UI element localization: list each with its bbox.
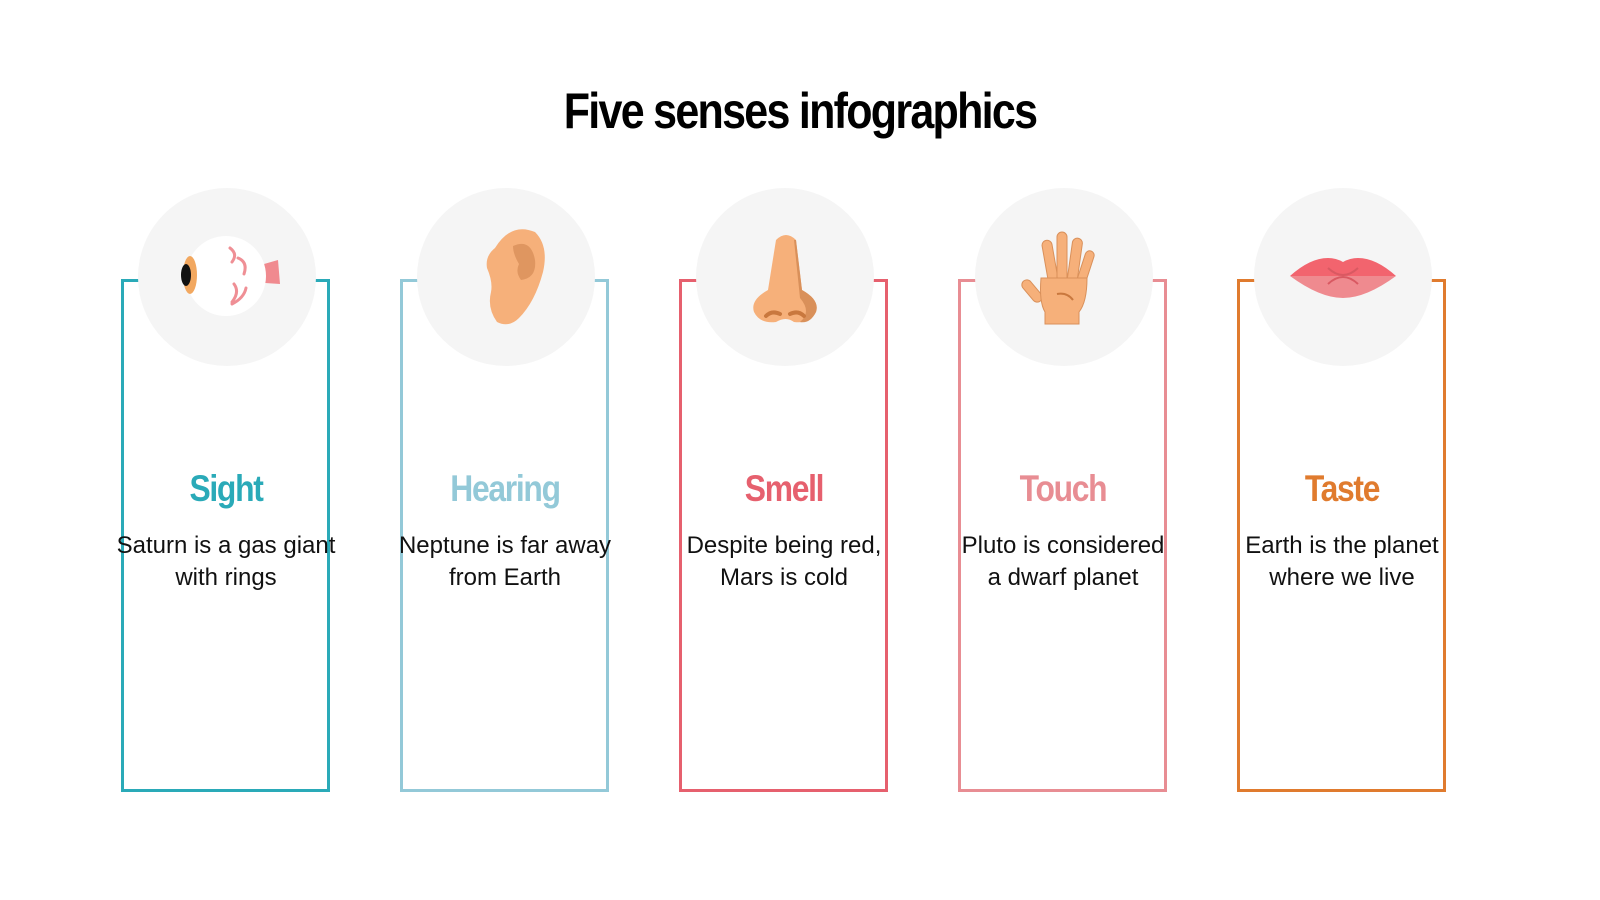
nose-icon [753,235,817,323]
lips-icon [1290,258,1396,298]
sense-title-sight: Sight [189,468,263,509]
sense-title-touch: Touch [1019,468,1108,509]
icon-circle-smell [696,188,874,366]
sense-title-taste: Taste [1304,468,1381,509]
page-title: Five senses infographics [563,83,1038,139]
icon-circle-hearing [417,188,595,366]
sense-title-smell: Smell [744,468,825,509]
hand-icon [1021,231,1095,325]
sense-description-sight: Saturn is a gas giant with rings [116,532,336,591]
sense-title-hearing: Hearing [450,468,561,509]
sense-description-taste: Earth is the planet where we live [1245,532,1439,591]
icon-circle-touch [975,188,1153,366]
ear-icon [486,229,545,325]
sense-description-touch: Pluto is considered a dwarf planet [961,532,1165,591]
icon-circle-sight [138,188,316,366]
eye-icon [181,236,280,316]
icon-circle-taste [1254,188,1432,366]
sense-description-smell: Despite being red, Mars is cold [686,532,882,591]
sense-description-hearing: Neptune is far away from Earth [398,532,612,591]
